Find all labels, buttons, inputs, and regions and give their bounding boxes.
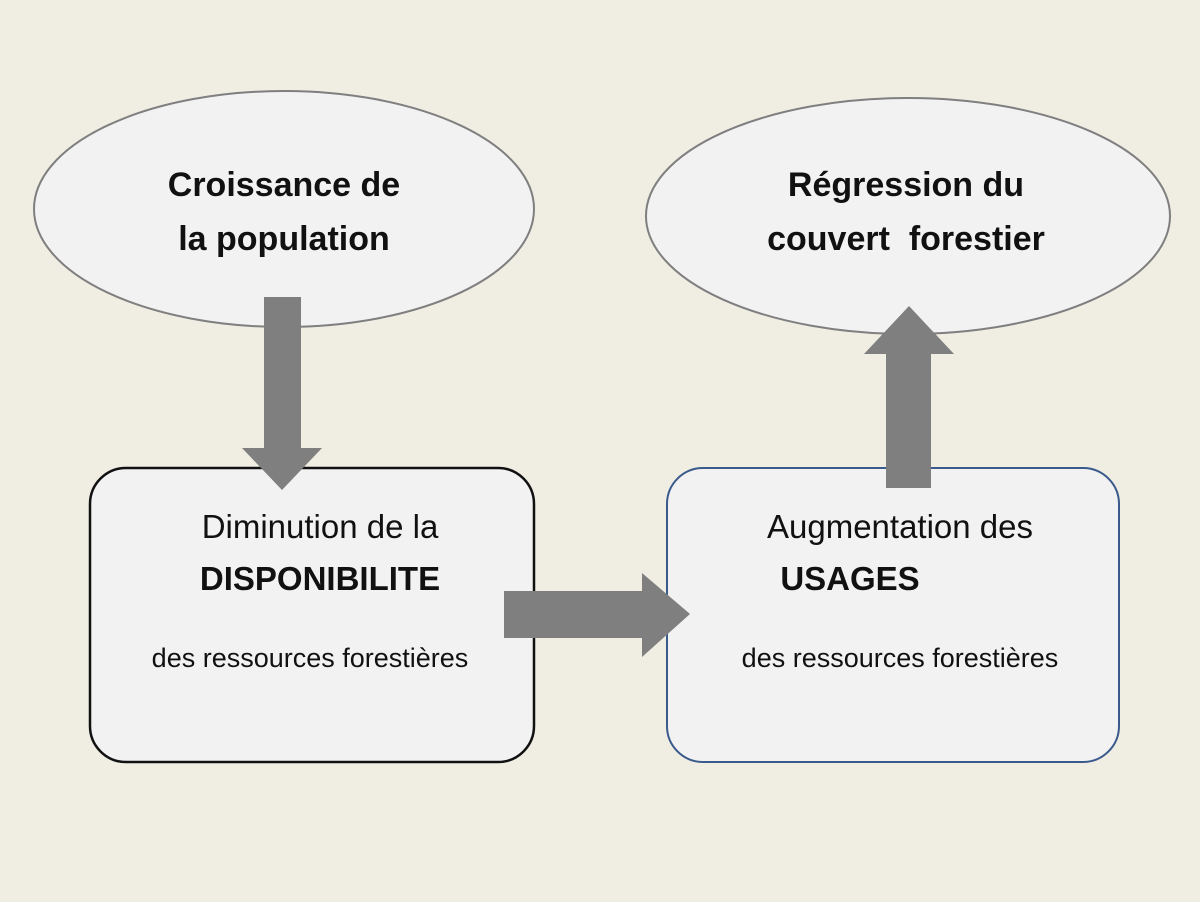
label-population-line1: Croissance de [167,166,401,204]
diminution-title: Diminution de la [201,508,439,545]
arrow-right [504,573,690,657]
augmentation-subtitle: des ressources forestières [741,643,1059,673]
label-population: Croissance de la population [84,158,484,266]
augmentation-title: Augmentation des [766,508,1033,545]
arrow-up [864,306,954,488]
label-population-line2: la population [178,220,390,258]
diminution-keyword: DISPONIBILITE [199,560,441,597]
label-regression-line1: Régression du [787,166,1025,204]
diminution-subtitle: des ressources forestières [151,643,469,673]
label-regression-line2: couvert forestier [767,220,1045,258]
arrow-down [242,297,322,490]
label-regression: Régression du couvert forestier [696,158,1116,266]
augmentation-keyword: USAGES [780,560,920,597]
